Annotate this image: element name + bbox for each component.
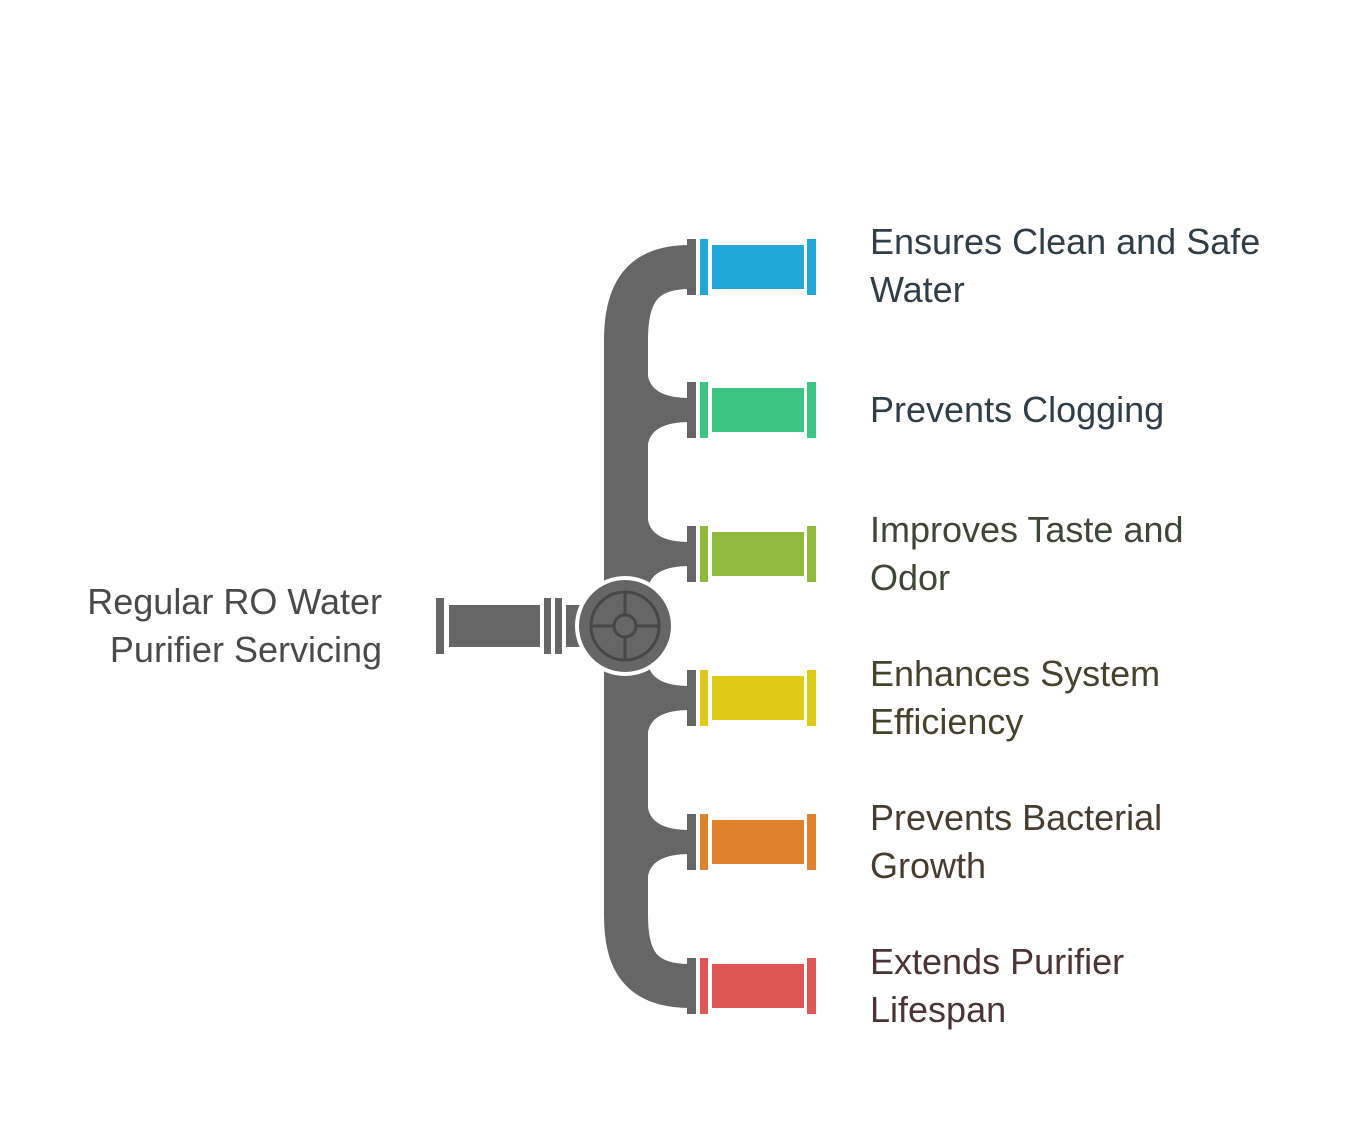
benefit-label-bacterial-growth: Prevents Bacterial Growth — [870, 797, 1163, 886]
branch-flange-gray — [687, 239, 696, 295]
branch-2 — [648, 376, 816, 444]
branch-tee — [648, 664, 690, 732]
branch-pipe-segment — [712, 245, 804, 289]
benefit-label-taste-odor: Improves Taste and Odor — [870, 509, 1184, 598]
benefit-label-prevents-clogging: Prevents Clogging — [870, 389, 1165, 430]
branch-pipe-segment — [712, 820, 804, 864]
branch-tee — [648, 808, 690, 876]
branch-5 — [648, 808, 816, 876]
branch-flange-gray — [687, 958, 696, 1014]
branch-tee — [648, 376, 690, 444]
branch-pipe-segment — [712, 388, 804, 432]
inlet-pipe — [449, 605, 540, 647]
benefit-label-system-efficiency: Enhances System Efficiency — [870, 653, 1161, 742]
branch-pipe-segment — [712, 676, 804, 720]
branch-flange-gray — [687, 670, 696, 726]
branch-pipes — [648, 239, 816, 1014]
inlet-flange-left — [436, 598, 444, 654]
benefit-label-purifier-lifespan: Extends Purifier Lifespan — [870, 941, 1125, 1030]
branch-flange-colored — [700, 670, 708, 726]
branch-end-cap — [807, 526, 816, 582]
source-label: Regular RO Water Purifier Servicing — [87, 581, 382, 670]
inlet-flange-1 — [544, 598, 551, 654]
branch-pipe-segment — [712, 532, 804, 576]
benefit-label-clean-safe-water: Ensures Clean and Safe Water — [870, 221, 1261, 310]
branch-4 — [648, 664, 816, 732]
branch-6 — [687, 958, 816, 1014]
branch-flange-gray — [687, 814, 696, 870]
branch-end-cap — [807, 958, 816, 1014]
branch-flange-colored — [700, 958, 708, 1014]
branch-end-cap — [807, 670, 816, 726]
branch-3 — [648, 520, 816, 588]
branch-tee — [648, 520, 690, 588]
branch-end-cap — [807, 814, 816, 870]
branch-pipe-segment — [712, 964, 804, 1008]
branch-flange-gray — [687, 382, 696, 438]
branch-end-cap — [807, 239, 816, 295]
branch-1 — [687, 239, 816, 295]
branch-flange-colored — [700, 526, 708, 582]
branch-flange-colored — [700, 239, 708, 295]
valve-icon — [575, 576, 675, 676]
branch-end-cap — [807, 382, 816, 438]
branch-flange-gray — [687, 526, 696, 582]
inlet-flange-2 — [555, 598, 562, 654]
branch-flange-colored — [700, 814, 708, 870]
branch-flange-colored — [700, 382, 708, 438]
